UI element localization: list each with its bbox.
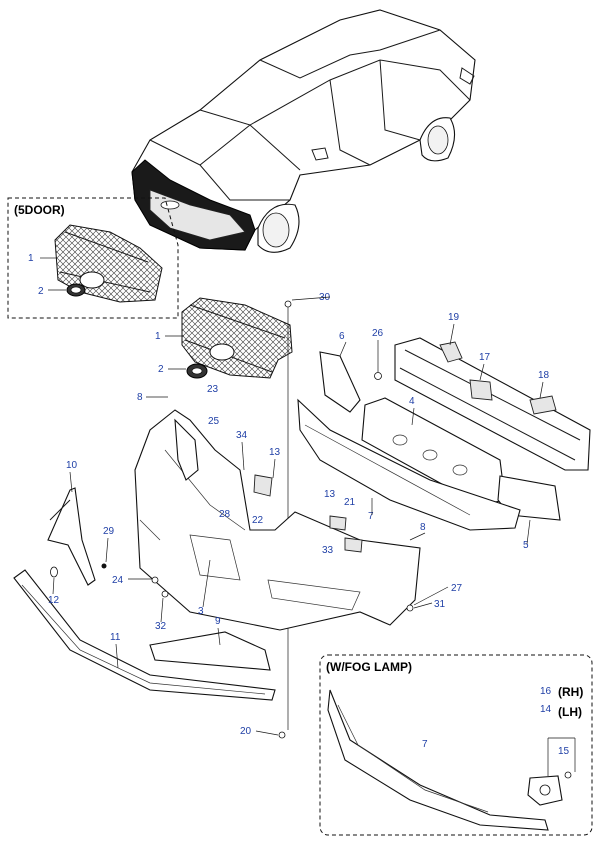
callout-19: 19 — [448, 312, 460, 323]
callout-6: 6 — [339, 331, 345, 342]
callout-31: 31 — [434, 599, 446, 610]
callout-10: 10 — [66, 460, 78, 471]
callout-13: 13 — [269, 447, 281, 458]
callout-leaders — [52, 296, 544, 736]
inset-fog-lamp-title: (W/FOG LAMP) — [326, 660, 412, 674]
callout-27: 27 — [451, 583, 463, 594]
inset-rh-label: (RH) — [558, 685, 583, 699]
callout-28: 28 — [219, 509, 231, 520]
lower-bumper-parts — [13, 487, 414, 739]
callout-22: 22 — [252, 515, 264, 526]
callout-5: 5 — [523, 540, 529, 551]
callout-26: 26 — [372, 328, 384, 339]
callout-23: 23 — [207, 384, 219, 395]
car-illustration — [131, 9, 476, 253]
callout-32: 32 — [155, 621, 167, 632]
inset-lh-label: (LH) — [558, 705, 582, 719]
bumper-beam-assembly — [284, 300, 591, 730]
callout-20: 20 — [240, 726, 252, 737]
callout-25: 25 — [208, 416, 220, 427]
callout-8: 8 — [137, 392, 143, 403]
callout-1: 1 — [28, 253, 34, 264]
callout-24: 24 — [112, 575, 124, 586]
front-bumper-cover — [134, 409, 421, 631]
inset-5door-title: (5DOOR) — [14, 203, 65, 217]
callout-18: 18 — [538, 370, 550, 381]
callout-9: 9 — [215, 616, 221, 627]
callout-3: 3 — [198, 606, 204, 617]
callout-15: 15 — [558, 746, 570, 757]
callout-13: 13 — [324, 489, 336, 500]
callout-17: 17 — [479, 352, 491, 363]
callout-7: 7 — [368, 511, 374, 522]
callout-2: 2 — [158, 364, 164, 375]
callout-8: 8 — [420, 522, 426, 533]
callout-2: 2 — [38, 286, 44, 297]
callout-12: 12 — [48, 595, 60, 606]
inset-fog-lamp: (W/FOG LAMP) (RH) (LH) — [319, 654, 593, 836]
callout-7: 7 — [422, 739, 428, 750]
callout-21: 21 — [344, 497, 356, 508]
inset-5door: (5DOOR) — [7, 197, 179, 319]
callout-16: 16 — [540, 686, 552, 697]
callout-11: 11 — [110, 632, 121, 643]
callout-4: 4 — [409, 396, 415, 407]
callout-29: 29 — [103, 526, 115, 537]
radiator-grille — [165, 297, 293, 379]
callout-34: 34 — [236, 430, 248, 441]
callout-14: 14 — [540, 704, 552, 715]
callout-33: 33 — [322, 545, 334, 556]
callout-1: 1 — [155, 331, 161, 342]
